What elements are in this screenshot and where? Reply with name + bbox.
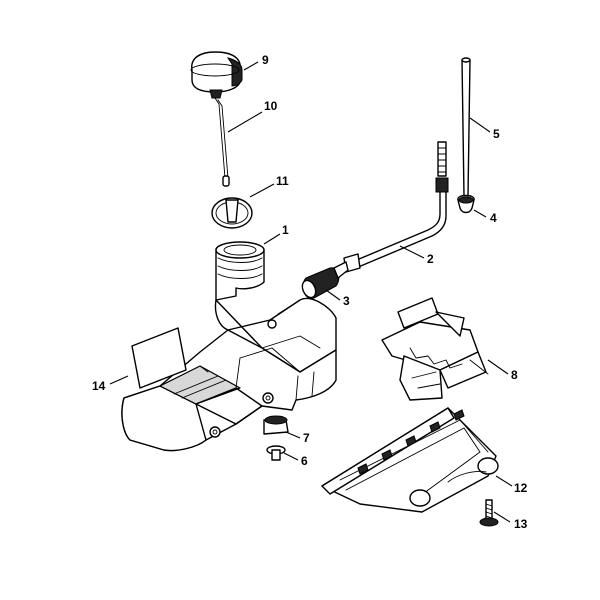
leader-11 xyxy=(249,183,275,198)
fuel-tank xyxy=(121,241,337,452)
callout-6: 6 xyxy=(301,454,308,468)
bracket xyxy=(381,297,489,401)
callout-12: 12 xyxy=(514,481,528,495)
label-plate xyxy=(131,327,187,389)
leader-10 xyxy=(227,111,263,133)
base-plate xyxy=(321,407,499,513)
leader-3 xyxy=(325,289,341,301)
callout-4: 4 xyxy=(490,211,497,225)
fuel-filter xyxy=(301,261,349,300)
leader-2 xyxy=(399,245,425,259)
callout-13: 13 xyxy=(514,517,528,531)
callout-9: 9 xyxy=(262,53,269,67)
callout-14: 14 xyxy=(92,379,106,393)
callout-8: 8 xyxy=(511,368,518,382)
leader-5 xyxy=(469,117,491,133)
leader-13 xyxy=(493,511,511,523)
callout-3: 3 xyxy=(343,294,350,308)
callout-10: 10 xyxy=(264,99,278,113)
retaining-ring xyxy=(211,197,253,229)
leader-4 xyxy=(473,209,487,218)
screw xyxy=(266,445,286,461)
leader-12 xyxy=(495,475,513,487)
callout-1: 1 xyxy=(282,223,289,237)
fuel-hose xyxy=(343,141,449,273)
leader-14 xyxy=(109,375,129,385)
callout-5: 5 xyxy=(493,127,500,141)
callout-11: 11 xyxy=(276,174,289,188)
nut xyxy=(263,415,289,435)
base-screw xyxy=(479,499,499,527)
leader-7 xyxy=(285,431,301,439)
leader-9 xyxy=(243,61,259,71)
callout-7: 7 xyxy=(303,431,310,445)
leader-6 xyxy=(283,452,299,461)
callout-2: 2 xyxy=(427,252,434,266)
fuel-cap xyxy=(190,51,243,99)
callout-labels: 9 10 11 1 2 3 4 5 8 7 6 12 13 14 xyxy=(92,53,528,531)
cap-retaining-cord xyxy=(214,97,230,187)
grommet xyxy=(457,194,475,214)
rod xyxy=(461,57,471,197)
leader-8 xyxy=(487,359,509,375)
leader-1 xyxy=(263,233,281,245)
leader-lines xyxy=(109,61,513,523)
